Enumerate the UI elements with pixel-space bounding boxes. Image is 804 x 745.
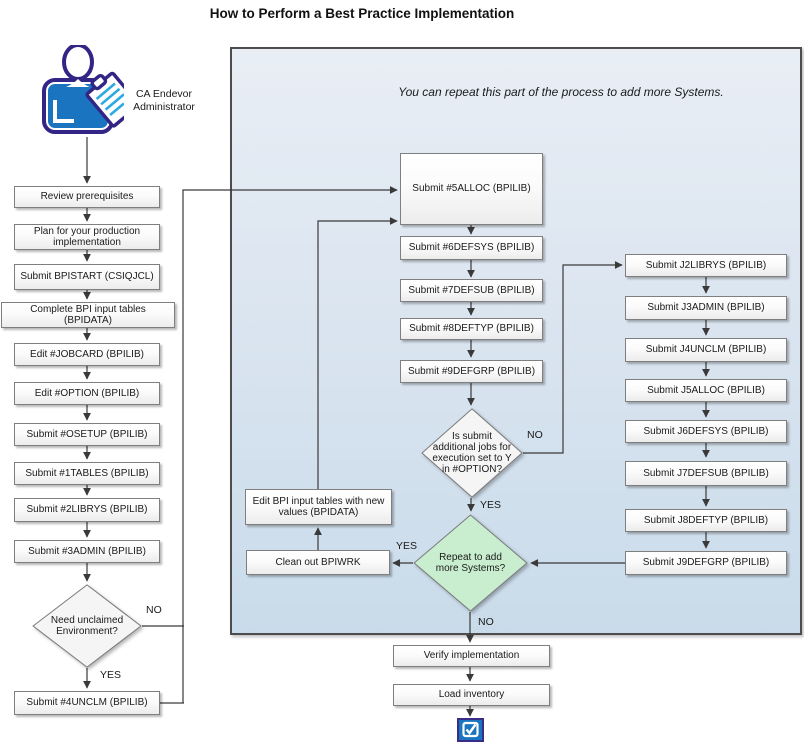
panel-caption: You can repeat this part of the process … [398,85,724,99]
branch-label-repeat-no: NO [478,616,494,628]
step-submit-j2librys: Submit J2LIBRYS (BPILIB) [625,254,787,277]
step-edit-option: Edit #OPTION (BPILIB) [14,382,160,405]
step-submit-j3admin: Submit J3ADMIN (BPILIB) [625,296,787,320]
step-review-prerequisites: Review prerequisites [14,186,160,208]
branch-label-repeat-yes: YES [396,540,418,552]
actor-label: CA Endevor Administrator [133,88,195,114]
step-submit-2librys: Submit #2LIBRYS (BPILIB) [14,498,160,522]
step-submit-j7defsub: Submit J7DEFSUB (BPILIB) [625,461,787,486]
step-submit-1tables: Submit #1TABLES (BPILIB) [14,462,160,485]
step-submit-8deftyp: Submit #8DEFTYP (BPILIB) [400,318,543,340]
person-clipboard-icon [36,43,141,144]
branch-label-unclaimed-no: NO [146,604,162,616]
step-submit-bpistart: Submit BPISTART (CSIQJCL) [14,264,160,290]
page-title: How to Perform a Best Practice Implement… [209,6,515,21]
step-edit-bpi-new-values: Edit BPI input tables with new values (B… [245,489,392,525]
step-submit-osetup: Submit #OSETUP (BPILIB) [14,423,160,446]
step-clean-out-bpiwrk: Clean out BPIWRK [246,550,390,575]
step-complete-bpi-tables: Complete BPI input tables (BPIDATA) [1,302,175,328]
branch-label-submit-no: NO [527,429,543,441]
decision-need-unclaimed: Need unclaimed Environment? [32,584,142,668]
step-verify-implementation: Verify implementation [393,645,550,667]
step-submit-9defgrp: Submit #9DEFGRP (BPILIB) [400,360,543,383]
decision-submit-additional-jobs: Is submit additional jobs for execution … [421,408,523,498]
step-submit-j5alloc: Submit J5ALLOC (BPILIB) [625,379,787,402]
step-submit-j4unclm: Submit J4UNCLM (BPILIB) [625,338,787,362]
step-plan-production: Plan for your production implementation [14,224,160,250]
step-submit-3admin: Submit #3ADMIN (BPILIB) [14,540,160,563]
step-edit-jobcard: Edit #JOBCARD (BPILIB) [14,343,160,366]
step-submit-j6defsys: Submit J6DEFSYS (BPILIB) [625,420,787,443]
step-submit-7defsub: Submit #7DEFSUB (BPILIB) [400,279,543,302]
decision-repeat-add-systems-label: Repeat to add more Systems? [435,551,506,574]
step-submit-4unclm: Submit #4UNCLM (BPILIB) [14,691,160,715]
branch-label-submit-yes: YES [480,499,502,511]
step-submit-6defsys: Submit #6DEFSYS (BPILIB) [400,236,543,260]
decision-repeat-add-systems: Repeat to add more Systems? [413,514,528,612]
step-load-inventory: Load inventory [393,684,550,706]
step-submit-j9defgrp: Submit J9DEFGRP (BPILIB) [625,551,787,575]
checkbox-end-icon [457,718,484,745]
branch-label-unclaimed-yes: YES [100,669,122,681]
step-submit-j8deftyp: Submit J8DEFTYP (BPILIB) [625,509,787,532]
decision-need-unclaimed-label: Need unclaimed Environment? [50,614,124,637]
decision-submit-additional-jobs-label: Is submit additional jobs for execution … [432,430,512,476]
step-submit-5alloc: Submit #5ALLOC (BPILIB) [400,153,543,225]
